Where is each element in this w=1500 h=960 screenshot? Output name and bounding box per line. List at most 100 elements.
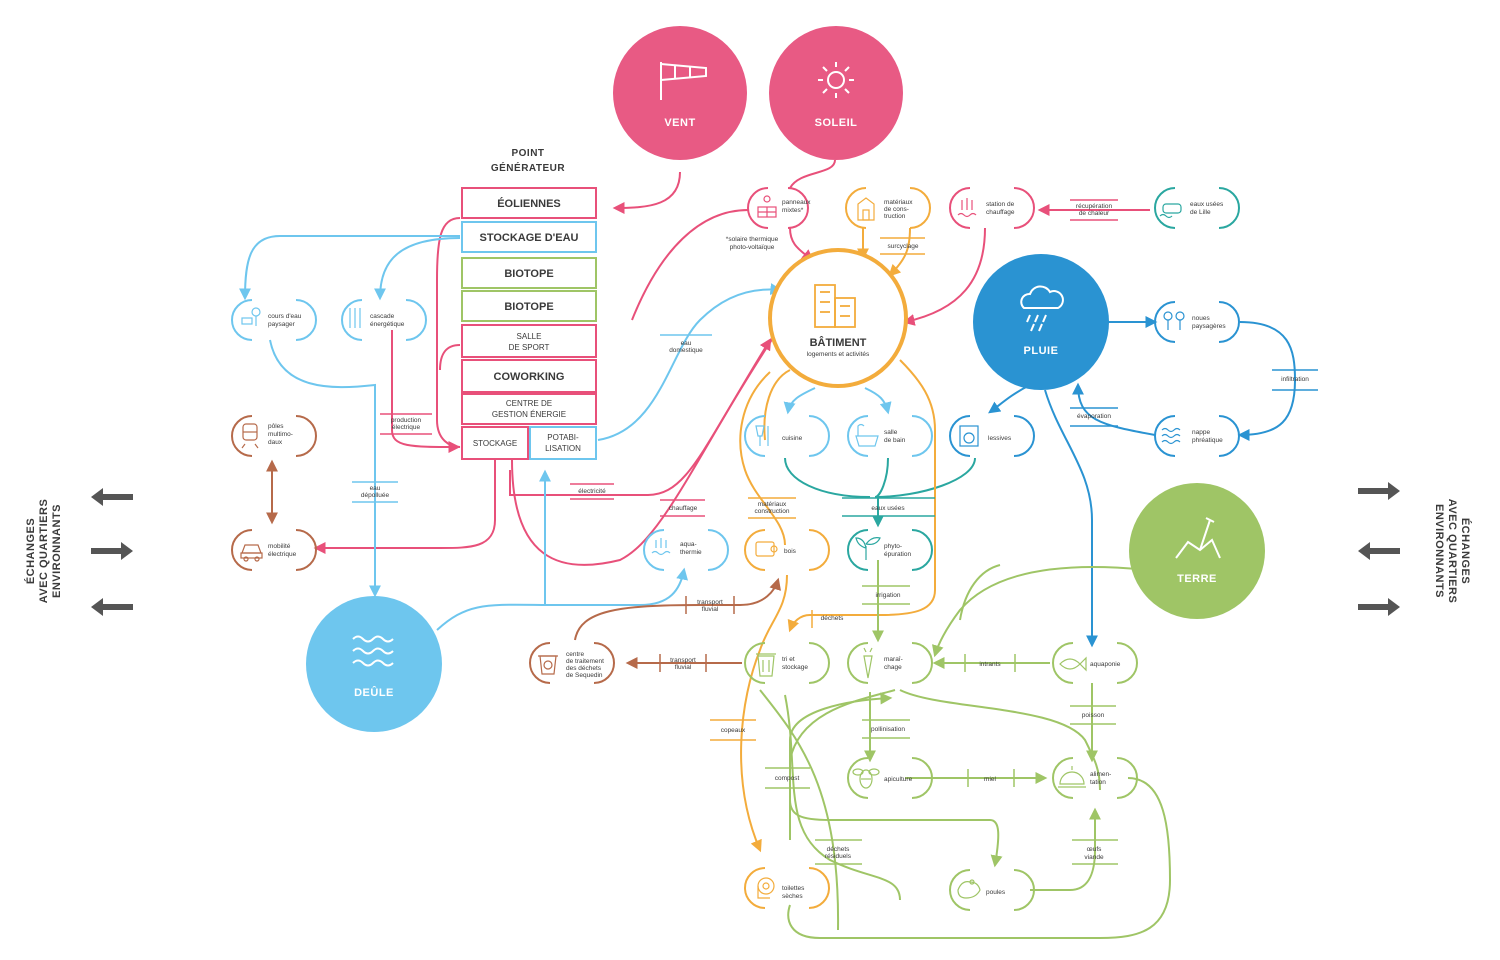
label-point-generateur-boxes-salle-1: SALLE — [517, 332, 542, 341]
label-nodes-lessives-0: lessives — [988, 435, 1012, 442]
groundwater-icon — [1161, 427, 1181, 445]
bathtub-icon — [855, 423, 879, 447]
node-apiculture: apiculture — [847, 757, 933, 799]
shovel-icon — [1175, 517, 1221, 559]
label-point-generateur-boxes-salle-2: DE SPORT — [509, 343, 550, 352]
label-flows-materiaux-construction-0: matériaux — [758, 501, 787, 508]
pluie-label: PLUIE — [1024, 345, 1059, 357]
label-flows-solaire-note-0: *solaire thermique — [726, 236, 779, 243]
label-flows-electricite: électricité — [578, 488, 606, 495]
label-flows-production-1: électrique — [392, 424, 421, 431]
label-nodes-eaux-lille-1: de Lille — [1190, 209, 1211, 216]
label-nodes-cuisine-0: cuisine — [782, 435, 803, 442]
terre-label: TERRE — [1177, 573, 1217, 585]
label-flows-recuperation-1: de chaleur — [1079, 210, 1110, 217]
node-maraichage: maraî-chage — [847, 642, 933, 684]
label-nodes-station-0: station de — [986, 201, 1015, 208]
batiment-node: BÂTIMENT logements et activités — [768, 248, 908, 388]
flow-label-irrigation: irrigation — [862, 585, 910, 605]
label-flows-solaire-note-1: photo-voltaïque — [730, 244, 775, 251]
label-flows-miel: miel — [984, 776, 996, 783]
washing-machine-icon — [959, 425, 979, 447]
aquathermy-icon — [651, 538, 671, 556]
label-echanges-2: ENVIRONNANTS — [51, 504, 63, 598]
label-flows-oeufs-1: viande — [1084, 854, 1104, 861]
label-nodes-aquathermie-0: aqua- — [680, 541, 697, 548]
node-aquathermie: aqua-thermie — [643, 529, 729, 571]
flow-lines — [239, 159, 1297, 939]
recycle-bin-icon — [538, 655, 558, 675]
label-echanges-0: ÉCHANGES — [24, 518, 37, 584]
label-flows-intrants: intrants — [979, 661, 1001, 668]
flow-label-intrants: intrants — [964, 654, 1016, 672]
flow-label-evaporation: évaporation — [1070, 407, 1118, 427]
label-flows-eau-domestique-1: domestique — [669, 347, 703, 354]
label-flows-dechets-residuels-1: résiduels — [825, 853, 852, 860]
label-nodes-poules-0: poules — [986, 889, 1006, 896]
label-point-generateur-boxes-stockage: STOCKAGE — [473, 439, 517, 448]
label-nodes-nappe-1: phréatique — [1192, 437, 1223, 444]
label-flows-eau-depolluee-1: dépolluée — [361, 492, 390, 499]
label-nodes-panneaux-1: mixtes* — [782, 207, 804, 214]
label-flows-dechets: déchets — [821, 615, 845, 622]
label-nodes-centre-traitement-1: de traitement — [566, 658, 604, 665]
bee-icon — [852, 768, 880, 789]
label-nodes-noues-1: paysagères — [1192, 323, 1226, 330]
batiment-title: BÂTIMENT — [810, 336, 867, 349]
label-flows-transport-2-0: transport — [670, 657, 696, 664]
train-icon — [241, 423, 259, 449]
label-nodes-bois-0: bois — [784, 548, 797, 555]
label-nodes-centre-traitement-3: de Sequedin — [566, 672, 603, 679]
label-flows-eaux-usees: eaux usées — [871, 505, 905, 512]
box-potabilisation: POTABI-LISATION — [529, 426, 597, 460]
flow-label-surcyclage: surcyclage — [880, 237, 925, 255]
box-eoliennes: ÉOLIENNES — [461, 187, 597, 219]
resource-vent: VENT — [613, 26, 747, 160]
label-echanges-2: ENVIRONNANTS — [1433, 504, 1445, 598]
label-nodes-maraichage-1: chage — [884, 664, 902, 671]
label-point-generateur-boxes-biotope-1: BIOTOPE — [504, 268, 553, 280]
fish-icon — [1059, 656, 1087, 672]
resource-deule: DEÛLE — [306, 596, 442, 732]
label-nodes-aquathermie-1: thermie — [680, 549, 702, 556]
label-echanges-1: AVEC QUARTIERS — [1446, 499, 1458, 604]
resource-terre: TERRE — [1129, 483, 1265, 619]
hen-icon — [957, 879, 981, 899]
label-nodes-cascade-1: énergétique — [370, 321, 405, 328]
bench-tree-icon — [241, 307, 261, 326]
label-point-generateur-boxes-stockage-eau: STOCKAGE D'EAU — [480, 232, 579, 244]
label-point-generateur-boxes-centre-2: GESTION ÉNERGIE — [492, 410, 566, 419]
sun-icon — [818, 62, 854, 98]
node-bois: bois — [744, 529, 830, 571]
label-flows-chauffage: chauffage — [669, 505, 698, 512]
label-nodes-phyto-0: phyto- — [884, 543, 902, 550]
plant-icon — [855, 537, 881, 560]
label-flows-infiltration: infiltration — [1281, 376, 1309, 383]
label-flows-poisson: poisson — [1082, 712, 1105, 719]
label-nodes-poles-2: daux — [268, 439, 283, 446]
cloche-icon — [1058, 766, 1086, 788]
label-nodes-phyto-1: épuration — [884, 551, 911, 558]
box-coworking: COWORKING — [461, 359, 597, 393]
arrow-left-icon — [91, 488, 133, 506]
label-nodes-apiculture-0: apiculture — [884, 776, 913, 783]
point-generateur-title-1: POINT — [511, 148, 544, 159]
label-nodes-salle-bain-0: salle — [884, 429, 898, 436]
label-nodes-station-1: chauffage — [986, 209, 1015, 216]
